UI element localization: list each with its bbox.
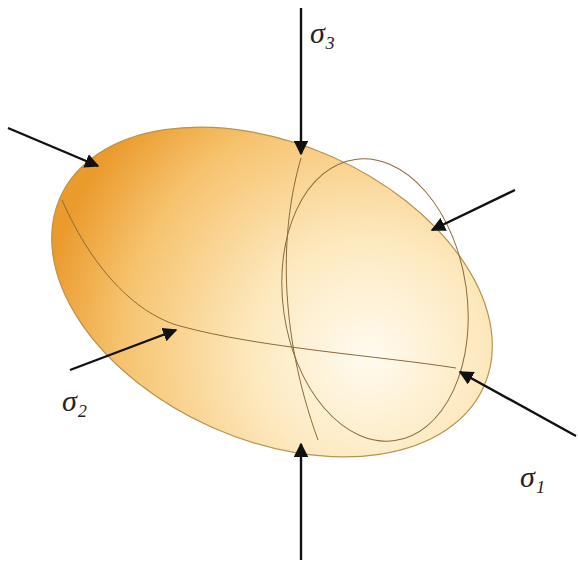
axis-label: σ₃ xyxy=(310,18,335,48)
axis-label: σ₂ xyxy=(62,386,87,416)
meridian xyxy=(62,200,456,368)
stress-arrows xyxy=(8,8,576,560)
cross-section xyxy=(264,147,486,454)
ellipsoid-outline xyxy=(0,62,544,521)
axis-label: σ₁ xyxy=(520,462,545,492)
meridian xyxy=(286,158,318,440)
